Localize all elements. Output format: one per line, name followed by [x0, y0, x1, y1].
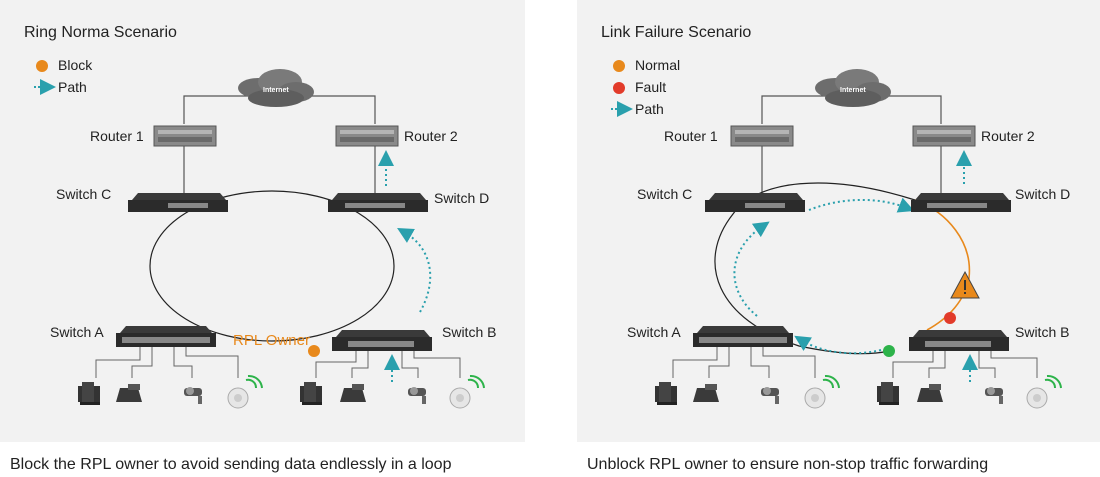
- switch-d-device: [911, 193, 1011, 212]
- switch-c-label: Switch C: [637, 186, 693, 202]
- pc-icon-a: [78, 382, 100, 405]
- phone-icon-a: [693, 384, 719, 402]
- ring-normal-diagram: [34, 69, 485, 409]
- path-arrow-b-to-d: [397, 228, 432, 313]
- router-1-device: [730, 125, 794, 147]
- legend-block-label: Block: [58, 57, 93, 73]
- pc-icon-b: [300, 382, 322, 405]
- path-arrow-a-to-c: [733, 221, 770, 317]
- phone-icon-b: [917, 384, 943, 402]
- rpl-owner-label: RPL Owner: [233, 332, 310, 349]
- router-2-label: Router 2: [404, 128, 458, 144]
- legend-fault-label: Fault: [635, 79, 667, 95]
- access-lines: [95, 347, 461, 378]
- legend-path-label: Path: [58, 79, 87, 95]
- internet-label: Internet: [263, 87, 289, 94]
- path-arrow-b-to-a: [794, 335, 882, 355]
- switch-b-device: [332, 330, 432, 351]
- fault-dot: [944, 312, 956, 324]
- access-point-icon-a: [227, 374, 263, 409]
- switch-c-device: [128, 193, 228, 212]
- switch-b-label: Switch B: [1015, 324, 1070, 340]
- panel-title: Ring Norma Scenario: [24, 24, 177, 41]
- uplink-lines: [761, 95, 942, 194]
- warning-icon: [950, 270, 980, 299]
- router-2-label: Router 2: [981, 128, 1035, 144]
- switch-b-label: Switch B: [442, 324, 497, 340]
- router-2-device: [335, 125, 399, 147]
- right-caption: Unblock RPL owner to ensure non-stop tra…: [587, 456, 989, 473]
- switch-a-label: Switch A: [50, 324, 104, 340]
- switch-a-label: Switch A: [627, 324, 681, 340]
- access-lines: [672, 347, 1038, 378]
- ring-link-fault-side: [914, 199, 971, 331]
- ring-link-normal: [714, 182, 916, 355]
- internet-cloud: [238, 69, 314, 107]
- switch-d-device: [328, 193, 428, 212]
- legend-normal-label: Normal: [635, 57, 681, 73]
- left-caption: Block the RPL owner to avoid sending dat…: [10, 456, 452, 473]
- link-failure-diagram: [611, 69, 1062, 409]
- panel-title: Link Failure Scenario: [601, 24, 752, 41]
- switch-b-device: [909, 330, 1009, 351]
- access-point-icon-a: [804, 374, 840, 409]
- switch-c-device: [705, 193, 805, 212]
- legend-fault-dot: [613, 82, 625, 94]
- path-arrow-c-to-d: [808, 197, 915, 213]
- router-2-device: [912, 125, 976, 147]
- pc-icon-b: [877, 382, 899, 405]
- ring-normal-panel: Ring Norma Scenario Block Path Internet …: [0, 0, 525, 442]
- switch-a-device: [693, 326, 793, 347]
- camera-icon-a: [761, 387, 779, 404]
- switch-c-label: Switch C: [56, 186, 112, 202]
- router-1-label: Router 1: [664, 128, 718, 144]
- internet-label: Internet: [840, 87, 866, 94]
- pc-icon-a: [655, 382, 677, 405]
- legend-normal-dot: [613, 60, 625, 72]
- camera-icon-a: [184, 387, 202, 404]
- phone-icon-a: [116, 384, 142, 402]
- block-dot: [308, 345, 320, 357]
- access-point-icon-b: [449, 374, 485, 409]
- camera-icon-b: [408, 387, 426, 404]
- camera-icon-b: [985, 387, 1003, 404]
- ring-link: [149, 190, 395, 342]
- normal-dot: [883, 345, 895, 357]
- uplink-lines: [183, 95, 376, 194]
- internet-cloud: [815, 69, 891, 107]
- router-1-label: Router 1: [90, 128, 144, 144]
- legend-path-label: Path: [635, 101, 664, 117]
- legend-block-dot: [36, 60, 48, 72]
- link-failure-panel: Link Failure Scenario Normal Fault Path …: [577, 0, 1100, 442]
- switch-a-device: [116, 326, 216, 347]
- switch-d-label: Switch D: [1015, 186, 1071, 202]
- switch-d-label: Switch D: [434, 190, 490, 206]
- access-point-icon-b: [1026, 374, 1062, 409]
- phone-icon-b: [340, 384, 366, 402]
- router-1-device: [153, 125, 217, 147]
